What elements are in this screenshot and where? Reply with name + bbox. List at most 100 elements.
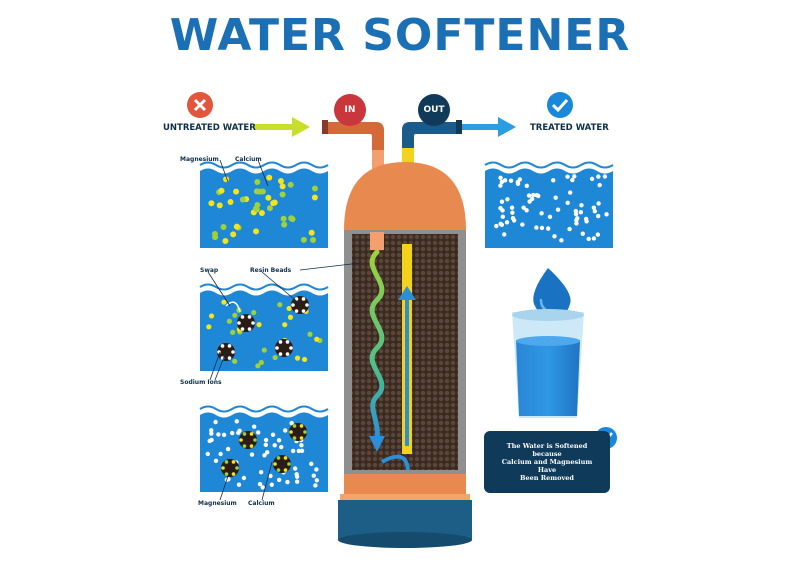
bead-site (231, 460, 236, 464)
sodium-ion (559, 238, 564, 243)
sodium-ion (498, 221, 503, 227)
swap-label: Swap (200, 267, 219, 274)
bead-site (289, 430, 293, 434)
sodium-ion (313, 483, 318, 488)
bead-site (237, 321, 241, 325)
calcium-ion (280, 215, 287, 222)
magnesium-ion (314, 336, 320, 342)
sodium-ion (552, 234, 557, 239)
sodium-ion (299, 442, 304, 448)
magnesium-ion (258, 210, 265, 217)
sodium-ion (597, 182, 602, 188)
magnesium-ion (282, 322, 288, 328)
magnesium-ion (230, 231, 237, 238)
bead-site (285, 352, 290, 356)
sodium-ion (279, 444, 284, 450)
sodium-ion (225, 446, 231, 452)
magnesium-ion (216, 202, 223, 209)
bead-site (224, 460, 229, 464)
sodium-ion (524, 208, 529, 213)
magnesium-ion (308, 229, 315, 236)
sodium-ion (565, 174, 570, 179)
calcium-ion (311, 185, 318, 192)
sodium-ion (263, 442, 269, 448)
calcium-ion (226, 318, 232, 324)
resin-bead (239, 431, 257, 449)
sodium-ion (580, 231, 585, 236)
sodium-ion (546, 226, 551, 231)
sodium-ion (592, 209, 598, 214)
bead-site (294, 309, 299, 313)
bead-site (220, 344, 225, 348)
calcium-ion (232, 312, 238, 318)
sodium-ion (526, 193, 532, 198)
sodium-ion (498, 175, 503, 180)
magnesium-ion (287, 314, 294, 320)
bead-site (253, 438, 257, 442)
bead-site (221, 466, 225, 470)
bead-site (247, 327, 252, 331)
sodium-ion (574, 218, 579, 223)
x-icon (187, 92, 213, 118)
resin-bead (289, 423, 307, 441)
magnesium-ion (233, 188, 240, 195)
out-label: OUT (423, 105, 445, 115)
magnesium-ion (266, 174, 273, 181)
sodium-ion (314, 478, 320, 483)
calcium-ion (212, 234, 219, 241)
treated-water-panel (484, 161, 614, 248)
check-icon (547, 92, 573, 118)
bead-site (287, 462, 291, 466)
bead-site (283, 468, 288, 472)
calcium-ion (279, 191, 286, 198)
calcium-label-bottom: Calcium (248, 500, 275, 507)
calcium-ion (281, 221, 288, 228)
bead-site (247, 315, 252, 319)
ion-exchange-panel (199, 283, 329, 371)
bead-site (235, 466, 239, 470)
sodium-ion (229, 430, 235, 436)
treated-water-label: TREATED WATER (530, 123, 609, 133)
bead-site (273, 462, 277, 466)
sodium-ion (502, 178, 508, 183)
bead-site (242, 444, 247, 448)
bead-site (251, 321, 255, 325)
bead-site (301, 309, 306, 313)
bead-site (240, 315, 245, 319)
calcium-ion (287, 181, 294, 188)
bead-site (278, 340, 283, 344)
magnesium-ion (286, 305, 292, 312)
sodium-ion (570, 177, 575, 183)
sodium-ion (589, 176, 595, 182)
resin-bead (273, 455, 291, 473)
out-badge: OUT (418, 94, 450, 126)
sodium-ion (276, 438, 282, 443)
calcium-ion (230, 329, 236, 335)
bead-site (299, 436, 304, 440)
bead-site (303, 430, 307, 434)
bead-site (289, 346, 293, 350)
sodium-ion (531, 192, 536, 198)
sodium-ion (574, 221, 579, 226)
magnesium-ion (233, 223, 240, 230)
sodium-ion (265, 450, 270, 455)
sodium-ion (285, 479, 290, 485)
sodium-ion (499, 199, 505, 204)
sodium-ion (276, 477, 282, 483)
sodium-ion (602, 174, 608, 179)
sodium-ion (213, 419, 218, 425)
sodium-ion (263, 437, 269, 443)
sodium-ion (591, 205, 597, 210)
sodium-ion (579, 203, 584, 208)
sodium-ion (256, 430, 261, 435)
sodium-ion (604, 212, 609, 217)
sodium-ion (270, 432, 276, 437)
sodium-ion (515, 181, 521, 187)
sodium-ion (260, 485, 265, 490)
sodium-ion (567, 190, 573, 195)
calcium-ion (251, 309, 257, 316)
bead-site (283, 456, 288, 460)
sodium-ion (595, 213, 601, 219)
sodium-ion (494, 223, 499, 229)
